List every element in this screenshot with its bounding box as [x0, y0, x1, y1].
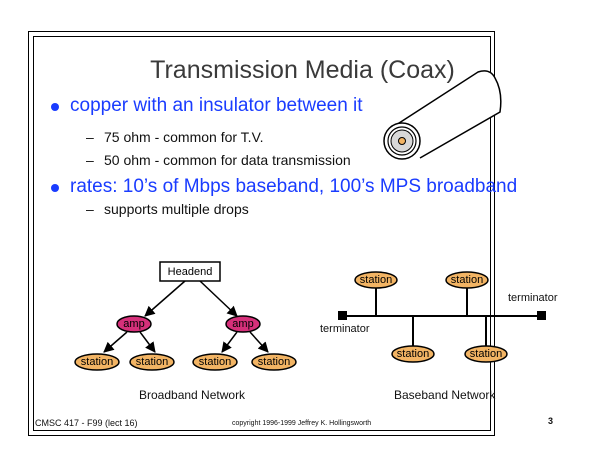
footer-course: CMSC 417 - F99 (lect 16)	[35, 418, 138, 428]
station-label: station	[81, 356, 113, 368]
subitem-text: 75 ohm - common for T.V.	[104, 129, 264, 145]
station-node: station	[129, 353, 175, 371]
terminator-right	[537, 311, 546, 320]
station-label: station	[451, 274, 483, 286]
amp-label: amp	[232, 318, 253, 330]
bullet-1-text: copper with an insulator between it	[70, 95, 363, 116]
bullet-icon	[51, 184, 59, 192]
coax-copper-core	[398, 137, 406, 145]
amp-node: amp	[116, 315, 152, 333]
page-number: 3	[548, 416, 554, 426]
baseband-caption: Baseband Network	[394, 388, 496, 402]
subitem-text: 50 ohm - common for data transmission	[104, 152, 351, 168]
broadband-network-diagram: Headend amp amp station station station …	[74, 261, 297, 371]
slide-frame-outer	[28, 31, 495, 436]
terminator-left	[338, 311, 347, 320]
station-label: station	[397, 348, 429, 360]
station-node: station	[192, 353, 238, 371]
station-node: station	[251, 353, 297, 371]
subitem-text: supports multiple drops	[104, 201, 249, 217]
slide-title: Transmission Media (Coax)	[150, 56, 455, 84]
footer-copyright: copyright 1996-1999 Jeffrey K. Hollingsw…	[232, 420, 372, 427]
amp-label: amp	[123, 318, 144, 330]
bullet-2-text: rates: 10’s of Mbps baseband, 100’s MPS …	[70, 176, 518, 197]
station-node: station	[445, 271, 489, 289]
baseband-network-diagram: station station station station	[338, 271, 546, 363]
dash-icon: –	[86, 152, 94, 168]
amp-node: amp	[225, 315, 261, 333]
station-label: station	[360, 274, 392, 286]
station-node: station	[391, 345, 435, 363]
dash-icon: –	[86, 201, 94, 217]
station-node: station	[74, 353, 120, 371]
headend-label: Headend	[168, 266, 213, 278]
headend-node: Headend	[159, 261, 221, 282]
station-label: station	[199, 356, 231, 368]
station-node: station	[464, 345, 508, 363]
coax-cable-illustration	[383, 70, 502, 160]
station-label: station	[470, 348, 502, 360]
terminator-right-label: terminator	[508, 292, 558, 304]
terminator-left-label: terminator	[320, 323, 370, 335]
station-label: station	[136, 356, 168, 368]
station-label: station	[258, 356, 290, 368]
dash-icon: –	[86, 129, 94, 145]
broadband-caption: Broadband Network	[139, 388, 246, 402]
bullet-icon	[51, 103, 59, 111]
station-node: station	[354, 271, 398, 289]
